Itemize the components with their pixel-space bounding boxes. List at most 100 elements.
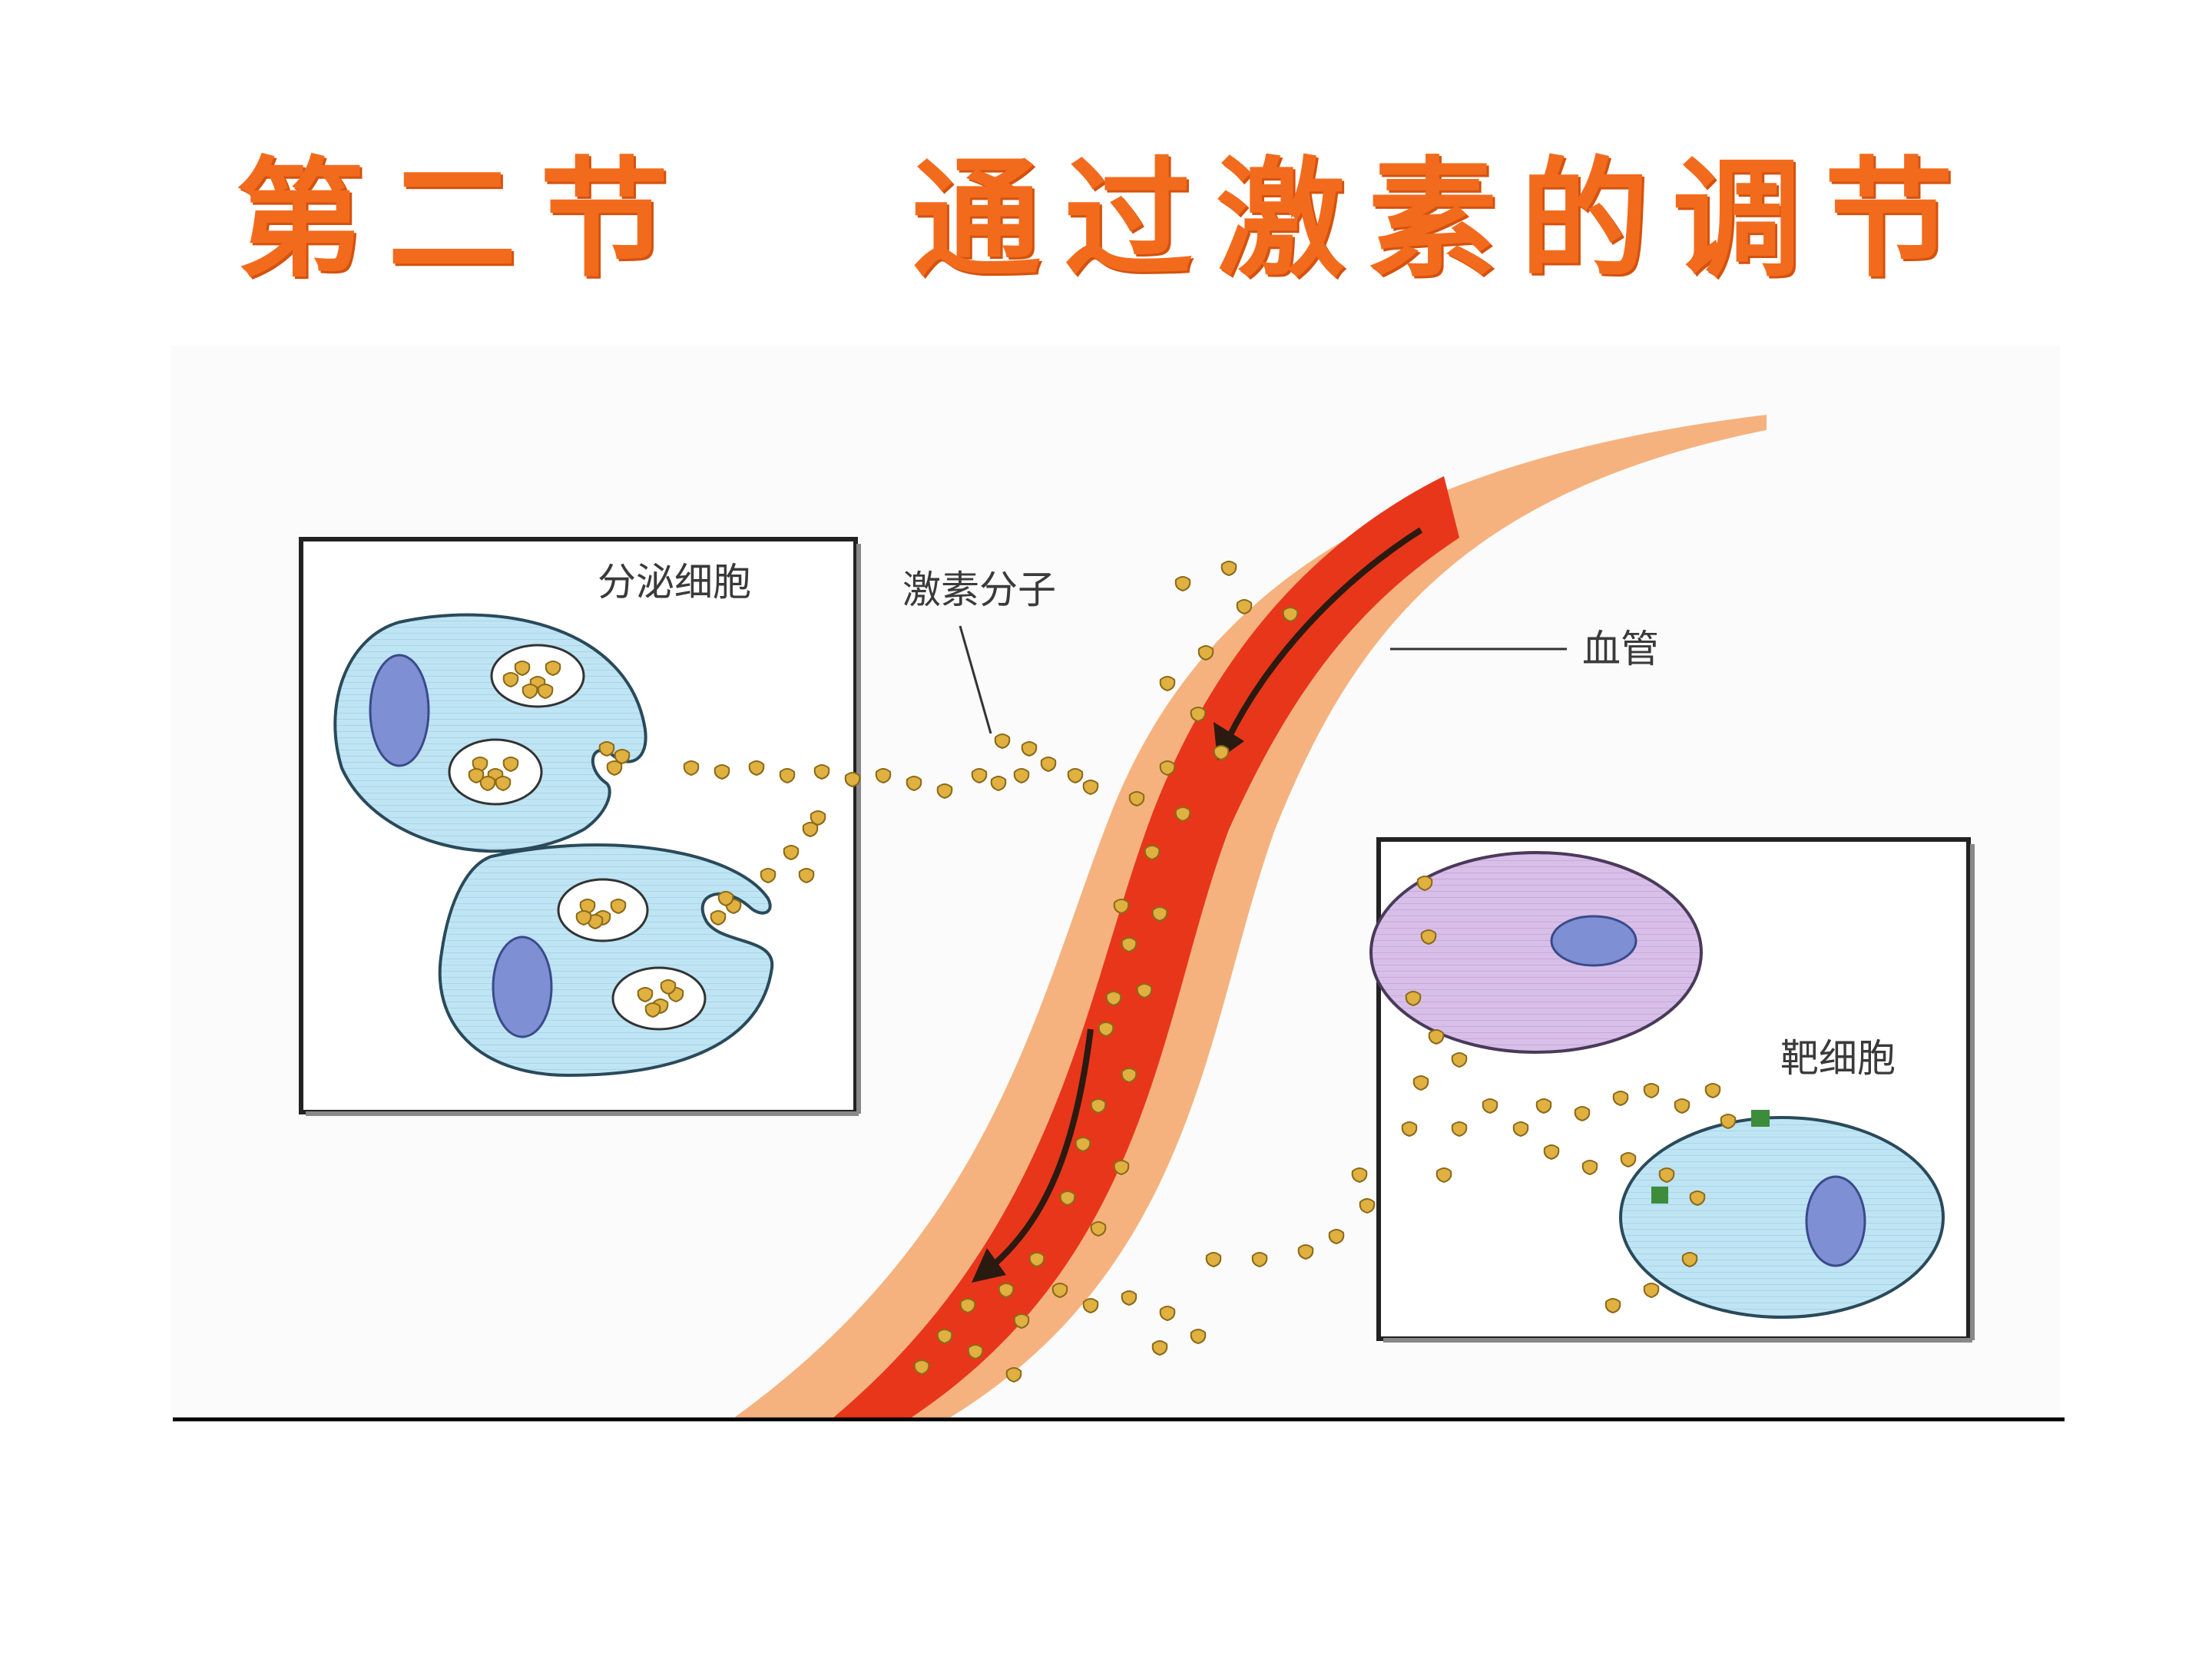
hormone-molecule — [1136, 983, 1153, 999]
hormone-molecule — [967, 1344, 984, 1360]
hormone-molecule — [717, 891, 734, 907]
hormone-molecule — [1535, 1098, 1552, 1114]
hormone-molecule — [779, 768, 796, 784]
hormone-molecule — [1282, 607, 1299, 623]
hormone-molecule — [472, 757, 488, 773]
hormone-molecule — [1416, 876, 1433, 892]
hormone-molecule — [1159, 676, 1176, 692]
receptor — [1751, 1110, 1770, 1127]
hormone-molecule — [644, 1002, 661, 1018]
hormone-molecule — [1197, 645, 1214, 661]
hormone-molecule — [998, 1283, 1015, 1299]
vessel-flow-arrowhead-bottom — [972, 1248, 1006, 1283]
hormone-molecule — [1144, 845, 1161, 861]
hormone-molecule — [1689, 1190, 1706, 1207]
hormone-molecule — [1205, 1252, 1222, 1268]
target-cell-box: 靶细胞 — [1369, 837, 1975, 1343]
hormone-molecule — [606, 760, 623, 777]
hormone-molecule — [1128, 791, 1145, 807]
target-cell-label: 靶细胞 — [1780, 1036, 1896, 1081]
hormone-molecule — [1121, 1068, 1137, 1084]
hormone-molecule — [783, 845, 800, 861]
hormone-molecule — [714, 764, 730, 780]
hormone-molecule — [1720, 1114, 1737, 1130]
nucleus — [492, 935, 553, 1038]
hormone-molecule — [479, 776, 496, 792]
hormone-molecule — [1681, 1252, 1698, 1268]
hormone-molecule — [1105, 991, 1122, 1007]
hormone-molecule — [1401, 1121, 1418, 1137]
hormone-molecule — [660, 979, 677, 995]
hormone-molecule — [1082, 1298, 1099, 1314]
hormone-molecule — [1151, 906, 1168, 922]
hormone-molecule — [1351, 1167, 1368, 1184]
hormone-molecule — [545, 661, 561, 677]
hormone-molecule — [1658, 1167, 1675, 1184]
hormone-molecule — [468, 768, 485, 784]
slide-title: 第二节 通过激素的调节 — [235, 143, 1977, 295]
blood-vessel — [730, 415, 1767, 1421]
hormone-molecule — [1067, 768, 1084, 784]
hormone-molecule — [1451, 1052, 1468, 1068]
hormone-molecule — [502, 672, 519, 688]
hormone-molecule — [1090, 1098, 1107, 1114]
hormone-molecule — [1159, 760, 1176, 777]
hormone-molecule — [1098, 1022, 1114, 1038]
hormone-molecule — [760, 868, 777, 884]
hormone-molecule — [1051, 1283, 1068, 1299]
hormone-molecule — [1005, 1367, 1022, 1383]
hormone-molecule — [1428, 1029, 1445, 1045]
hormone-molecule — [1412, 1075, 1429, 1091]
hormone-molecules — [468, 561, 1737, 1383]
hormone-molecule — [1013, 768, 1030, 784]
receptor — [1651, 1187, 1668, 1204]
hormone-molecule — [1674, 1098, 1690, 1114]
hormone-molecule — [1581, 1160, 1598, 1176]
hormone-molecule — [610, 899, 627, 915]
hormone-molecule — [1643, 1283, 1660, 1299]
hormone-molecule — [1113, 1160, 1130, 1176]
nucleus — [1805, 1175, 1866, 1267]
blood-vessel-label: 血管 — [1582, 627, 1659, 671]
hormone-molecule — [913, 1359, 930, 1376]
target-cell-blue — [1619, 1110, 1945, 1319]
hormone-molecule — [1174, 806, 1191, 823]
hormone-molecule — [1082, 780, 1099, 796]
hormone-molecule — [1297, 1244, 1314, 1260]
hormone-molecule — [1151, 1340, 1168, 1356]
hormone-molecule — [1512, 1121, 1529, 1137]
hormone-molecule — [1604, 1298, 1621, 1314]
hormone-molecule — [1704, 1083, 1721, 1099]
hormone-molecule — [1574, 1106, 1591, 1122]
secretory-cell-label: 分泌细胞 — [598, 560, 751, 604]
hormone-molecule — [1435, 1167, 1452, 1184]
hormone-molecule — [1328, 1229, 1345, 1245]
hormone-molecule — [1451, 1121, 1468, 1137]
hormone-molecule — [936, 1329, 953, 1345]
hormone-molecule — [959, 1298, 976, 1314]
nucleus — [369, 654, 430, 767]
hormone-molecule — [990, 776, 1007, 792]
hormone-molecule — [587, 914, 604, 930]
hormone-molecule — [906, 776, 922, 792]
hormone-molecule — [1021, 741, 1038, 757]
hormone-molecule — [1113, 899, 1130, 915]
hormone-molecule — [1251, 1252, 1268, 1268]
hormone-molecule — [1013, 1313, 1030, 1330]
hormone-molecule — [1121, 1290, 1137, 1306]
hormone-molecule — [579, 899, 596, 915]
hormone-molecule — [1612, 1091, 1629, 1107]
hormone-molecule — [1543, 1144, 1560, 1161]
hormone-molecule — [637, 987, 654, 1003]
hormone-molecule — [522, 684, 538, 700]
hormone-molecule — [802, 822, 819, 838]
hormone-molecule — [971, 768, 988, 784]
hormone-molecule — [844, 772, 861, 788]
hormone-molecule — [748, 760, 765, 777]
hormone-molecule — [598, 741, 615, 757]
hormone-molecule — [1643, 1083, 1660, 1099]
hormone-molecule — [810, 810, 826, 826]
target-cell-purple — [1369, 851, 1703, 1054]
hormone-molecule — [1174, 576, 1191, 592]
